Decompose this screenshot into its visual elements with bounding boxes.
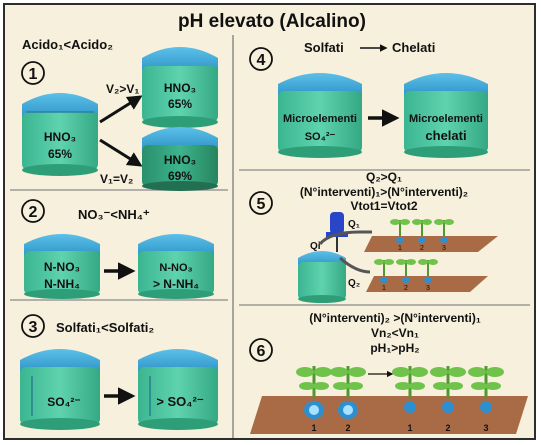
label-q2: Q₂ [348,278,360,289]
panel-2-number: 2 [29,204,38,221]
page-title: pH elevato (Alcalino) [178,11,366,32]
tank-label-line1: N-NO₃ [159,262,192,274]
plant [396,259,416,283]
tank-micro-sulfate: Microelementi SO₄²⁻ [278,73,362,158]
panel-6: 6 (N°interventi)₂ >(N°interventi)₁ Vn₂<V… [249,311,528,434]
panel-6-number: 6 [257,343,266,360]
plant [434,219,454,243]
tank-label-line1: SO₄²⁻ [47,395,80,409]
panel-4: 4 Solfati Chelati Microelementi SO₄²⁻ Mi… [249,40,488,158]
tank-label-line2: SO₄²⁻ [305,131,336,143]
tank-nitrogen-start: N-NO₃ N-NH₄ [24,234,100,299]
tank-sulfate-start: SO₄²⁻ [20,349,100,430]
plant [374,259,394,283]
plot-number: 1 [398,245,402,252]
arrow-to-upper-tank [99,95,143,124]
arrow-to-lower-tank [99,138,143,167]
tank-nitrogen-end: N-NO₃ > N-NH₄ [138,234,214,299]
plot-number: 3 [483,423,488,433]
panel-2-number-badge [21,199,45,223]
plot-number: 2 [420,245,424,252]
tank-label-line1: > SO₄²⁻ [156,394,204,409]
plant [296,366,332,419]
tank-label-line1: HNO₃ [164,153,196,167]
plant [390,219,410,243]
panel-3-number-badge [21,314,45,338]
plant [392,366,428,413]
plot-number: 1 [311,423,316,433]
plant [412,219,432,243]
panel-4-heading-right: Chelati [392,40,435,55]
plot-number: 2 [404,285,408,292]
tank-label-line2: 65% [48,147,72,161]
panel-1-heading: Acido₁<Acido₂ [22,37,113,52]
pipe-q1 [318,230,372,246]
tank-sulfate-end: > SO₄²⁻ [138,349,218,430]
panel-4-number-badge [249,47,273,71]
tank-label-line2: chelati [425,128,466,143]
panel-4-number: 4 [257,52,266,69]
panel-4-heading-left: Solfati [304,40,344,55]
tank-label-line2: N-NH₄ [44,277,80,291]
pipe-q2 [339,256,371,274]
plant [430,366,466,413]
panel-5-line2: (N°interventi)₁>(N°interventi)₂ [300,185,468,199]
panel-3-heading: Solfati₁<Solfati₂ [56,320,154,335]
panel-5-line1: Q₂>Q₁ [366,170,402,184]
tank-hno3-upper: HNO₃ 65% [142,47,218,128]
label-v1-eq-v2: V₁=V₂ [100,172,133,186]
panel-1-number: 1 [29,66,38,83]
plant [418,259,438,283]
panel-6-line3: pH₁>pH₂ [370,341,419,355]
tank-label-line1: N-NO₃ [44,260,80,274]
label-v2-gt-v1: V₂>V₁ [106,82,139,96]
panel-6-line1: (N°interventi)₂ >(N°interventi)₁ [309,311,481,325]
panel-6-number-badge [249,338,273,362]
panel-5-number-badge [249,191,273,215]
label-qi: Qi [310,241,321,252]
panel-5-number: 5 [257,196,266,213]
plot-number: 2 [445,423,450,433]
plant [468,366,504,413]
panel-2-heading: NO₃⁻<NH₄⁺ [78,207,150,222]
field-upper: 1 2 3 [364,219,498,252]
tank-fertigation [298,251,346,303]
plot-number: 3 [442,245,446,252]
field-lower: 1 2 3 [366,259,488,292]
panel-6-line2: Vn₂<Vn₁ [371,326,419,340]
plot-number: 2 [345,423,350,433]
panel-2: 2 NO₃⁻<NH₄⁺ N-NO₃ N-NH₄ N-NO₃ > N-NH₄ [21,199,214,299]
tank-label-line1: HNO₃ [164,81,196,95]
plant [330,366,366,419]
tank-label-line1: HNO₃ [44,130,76,144]
panel-5: 5 Q₂>Q₁ (N°interventi)₁>(N°interventi)₂ … [249,170,498,303]
tank-micro-chelate: Microelementi chelati [404,73,488,158]
label-q1: Q₁ [348,219,360,230]
plot-number: 1 [382,285,386,292]
plot-number: 3 [426,285,430,292]
panel-1: Acido₁<Acido₂ 1 HNO₃ 65% V₂>V₁ V₁=V₂ HNO… [21,37,218,191]
panel-3: 3 Solfati₁<Solfati₂ SO₄²⁻ > SO₄²⁻ [20,314,218,430]
panel-3-number: 3 [29,319,38,336]
tank-hno3-lower: HNO₃ 69% [142,127,218,191]
tank-label-line1: Microelementi [283,113,357,125]
tank-label-line1: Microelementi [409,113,483,125]
tank-label-line2: 69% [168,169,192,183]
tank-label-line2: 65% [168,97,192,111]
tank-hno3-start: HNO₃ 65% [22,93,98,176]
tank-label-line2: > N-NH₄ [153,277,199,291]
panel-5-line3: Vtot1=Vtot2 [350,199,417,213]
plot-number: 1 [407,423,412,433]
panel-1-number-badge [21,61,45,85]
